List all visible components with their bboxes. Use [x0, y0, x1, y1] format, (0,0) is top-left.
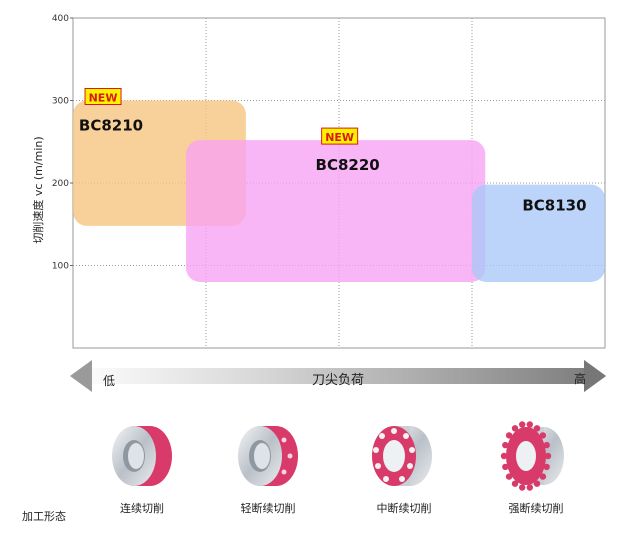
cut-form-label: 强断续切削 [508, 502, 564, 515]
load-low-label: 低 [103, 374, 116, 388]
new-badge-bg [321, 127, 359, 145]
y-axis-ticks: 100 200 300 400 [52, 14, 73, 272]
heavy-interrupted-gear-icon [500, 421, 564, 491]
cut-form-continuous: 连续切削 [82, 420, 202, 516]
light-interrupted-ring-icon [238, 426, 298, 486]
cut-form-label: 中断续切削 [376, 502, 432, 515]
y-tick-label: 400 [52, 14, 69, 24]
cut-form-heavy-interrupted: 强断续切削 [476, 420, 596, 516]
y-tick-label: 200 [52, 179, 69, 189]
y-tick-label: 300 [52, 97, 69, 107]
grade-label-bc8130: BC8130 [522, 197, 586, 215]
new-badge: NEW [325, 131, 354, 144]
y-axis-label: 切削速度 vc (m/min) [32, 136, 45, 244]
tool-load-axis: 低 刀尖负荷 高 [70, 358, 606, 394]
grade-region-bc8130 [472, 184, 605, 282]
cut-form-light-interrupted: 轻断续切削 [208, 420, 328, 516]
medium-interrupted-ring-icon [372, 426, 432, 486]
y-axis-label-wrap: 切削速度 vc (m/min) [8, 120, 68, 260]
grade-region-bc8220 [186, 140, 486, 282]
grade-regions [73, 100, 605, 282]
new-badge: NEW [89, 92, 118, 105]
load-arrow-icon [70, 360, 606, 392]
grade-label-bc8210: BC8210 [79, 117, 143, 135]
cut-form-label: 连续切削 [120, 502, 164, 515]
y-tick-label: 100 [52, 262, 69, 272]
load-axis-title: 刀尖负荷 [311, 373, 364, 388]
cut-form-label: 轻断续切削 [240, 502, 296, 515]
continuous-cutting-ring-icon [112, 426, 172, 486]
grade-label-bc8220: BC8220 [316, 156, 380, 174]
cut-form-medium-interrupted: 中断续切削 [344, 420, 464, 516]
cut-forms-label: 加工形态 [22, 510, 66, 523]
load-high-label: 高 [573, 372, 586, 386]
new-badge-bg [84, 88, 122, 105]
